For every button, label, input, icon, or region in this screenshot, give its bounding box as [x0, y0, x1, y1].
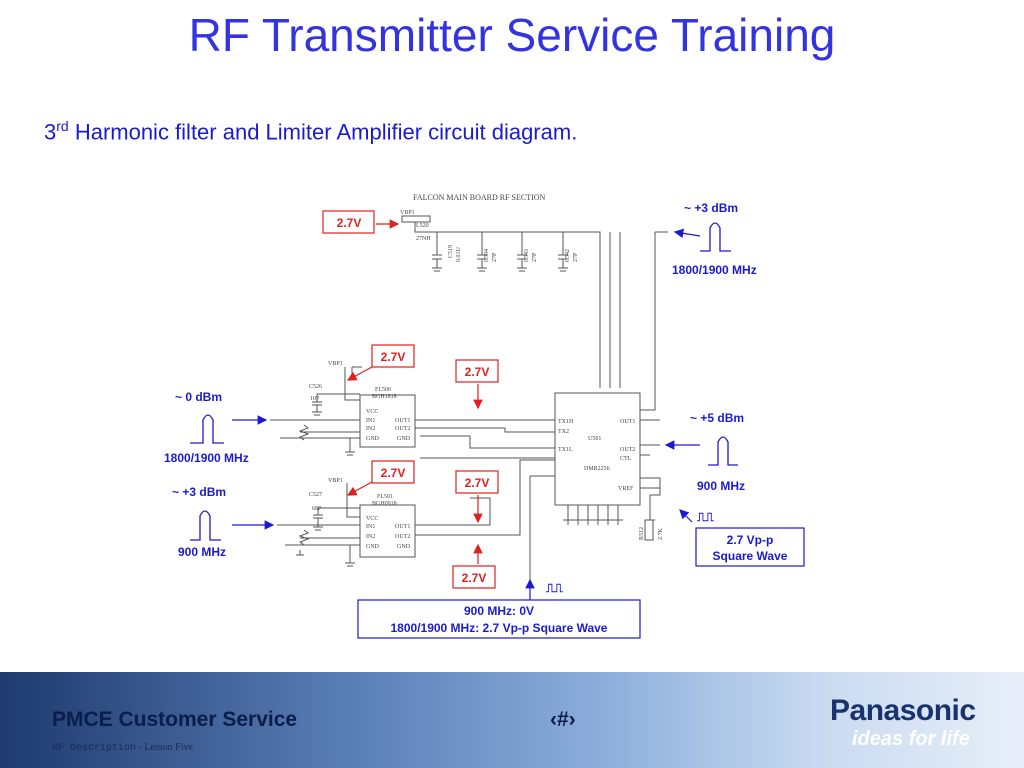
right-mid-freq: 900 MHz — [697, 479, 745, 493]
logo-tagline: ideas for life — [852, 728, 970, 750]
u501-pin-tx1h: TX1H — [558, 419, 574, 425]
ref-u501: U501 — [588, 436, 601, 442]
subtitle-prefix: 3 — [44, 119, 57, 145]
footer-bar: PMCE Customer Service ‹#› RF Description… — [0, 672, 1024, 768]
ref-vbp1-fl500: VBP1 — [328, 361, 343, 367]
ref-fl501-part: BGH0918 — [372, 501, 397, 507]
ic-u501 — [554, 392, 641, 506]
circuit-diagram: FALCON MAIN BOARD RF SECTION VBP1 L520 2… — [164, 193, 805, 639]
ref-c526-val: 10P — [310, 396, 320, 402]
ref-fl500: FL500 — [375, 387, 391, 393]
pulse-icon — [708, 436, 738, 466]
left-bottom-power: ~ +3 dBm — [172, 485, 226, 499]
ref-l520: L520 — [416, 223, 429, 229]
filter-fl501 — [359, 504, 416, 558]
voltage-callouts: 2.7V 2.7V 2.7V 2.7V 2.7V 2.7V — [322, 210, 499, 589]
right-mid-power: ~ +5 dBm — [690, 411, 744, 425]
footer-lesson-name: - Lesson Five — [136, 742, 193, 753]
subtitle-sup: rd — [56, 118, 69, 134]
ref-c527: C527 — [309, 492, 322, 498]
ref-vbp1: VBP1 — [400, 210, 415, 216]
pulse-train-icon: ⎍⎍ — [696, 510, 714, 524]
pulse-icon — [190, 510, 221, 541]
schematic-wiring — [270, 218, 668, 598]
ref-c542-val: 27P — [573, 252, 579, 262]
pulse-icon — [700, 222, 731, 252]
ref-vbp1-fl501: VBP1 — [328, 478, 343, 484]
fl500-pin-gnd-r: GND — [397, 436, 411, 442]
ref-fl501: FL501 — [377, 494, 393, 500]
ref-l520-val: 27NH — [416, 236, 431, 242]
bottom-box-line2: 1800/1900 MHz: 2.7 Vp-p Square Wave — [391, 621, 608, 635]
ref-c543: C543 — [524, 249, 530, 262]
slide-title: RF Transmitter Service Training — [188, 9, 836, 61]
u501-pin-tx1l: TX1L — [558, 447, 573, 453]
bottom-box-line1: 900 MHz: 0V — [464, 604, 534, 618]
pulse-icon — [190, 414, 224, 444]
fl500-pin-vcc: VCC — [366, 409, 378, 415]
ref-r512: R512 — [639, 527, 645, 540]
fl501-pin-in2: IN2 — [366, 534, 375, 540]
fl500-pin-in2: IN2 — [366, 426, 375, 432]
voltage-label-l520: 2.7V — [337, 216, 362, 230]
footer-lesson: RF Description - Lesson Five — [52, 742, 193, 754]
ref-c527-val: 68P — [312, 506, 322, 512]
panasonic-logo: Panasonic — [830, 694, 976, 727]
ref-fl500-part: BGH1818 — [372, 394, 397, 400]
footer-lesson-topic: RF Description — [52, 743, 137, 754]
voltage-label-u501-top: 2.7V — [465, 365, 490, 379]
subtitle-rest: Harmonic filter and Limiter Amplifier ci… — [68, 119, 578, 145]
voltage-label-u501-mid: 2.7V — [465, 476, 490, 490]
ref-u501-part: DMR2256 — [584, 466, 610, 472]
fl500-pin-out2: OUT2 — [395, 426, 410, 432]
ref-c526: C526 — [309, 384, 322, 390]
u501-pin-out2: OUT2 — [620, 447, 635, 453]
voltage-label-fl500: 2.7V — [381, 350, 406, 364]
ref-c542: C542 — [565, 249, 571, 262]
pulse-train-icon: ⎍⎍ — [545, 581, 563, 595]
inductor-l520 — [401, 215, 431, 223]
ref-r512-val: 2.7K — [658, 528, 664, 541]
signal-callouts: ~ 0 dBm 1800/1900 MHz ~ +3 dBm 900 MHz ~… — [164, 201, 805, 639]
square-wave-line2: Square Wave — [713, 549, 788, 563]
fl501-pin-in1: IN1 — [366, 524, 375, 530]
u501-pin-tx2: TX2 — [558, 429, 569, 435]
schematic-labels: FALCON MAIN BOARD RF SECTION VBP1 L520 2… — [309, 193, 664, 550]
u501-pin-ctl: CTL — [620, 456, 632, 462]
slide-subtitle: 3rd Harmonic filter and Limiter Amplifie… — [44, 118, 577, 145]
ref-c543-val: 27P — [532, 252, 538, 262]
u501-pin-vref: VREF — [618, 486, 634, 492]
fl501-pin-vcc: VCC — [366, 516, 378, 522]
fl501-pin-gnd: GND — [366, 544, 380, 550]
u501-pin-out1: OUT1 — [620, 419, 635, 425]
left-bottom-freq: 900 MHz — [178, 545, 226, 559]
slide-number: ‹#› — [550, 708, 576, 731]
ref-c504: C504 — [484, 249, 490, 262]
right-top-freq: 1800/1900 MHz — [672, 263, 757, 277]
fl500-pin-out1: OUT1 — [395, 418, 410, 424]
ref-c504-val: 27P — [492, 252, 498, 262]
left-top-power: ~ 0 dBm — [175, 390, 222, 404]
footer-title: PMCE Customer Service — [52, 708, 298, 731]
fl501-pin-out1: OUT1 — [395, 524, 410, 530]
fl500-pin-in1: IN1 — [366, 418, 375, 424]
square-wave-line1: 2.7 Vp-p — [727, 533, 774, 547]
right-top-power: ~ +3 dBm — [684, 201, 738, 215]
section-heading: FALCON MAIN BOARD RF SECTION — [413, 193, 546, 202]
filter-fl500 — [359, 394, 416, 448]
fl501-pin-out2: OUT2 — [395, 534, 410, 540]
left-top-freq: 1800/1900 MHz — [164, 451, 249, 465]
ref-c519: C519 — [448, 245, 454, 258]
fl501-pin-gnd-r: GND — [397, 544, 411, 550]
voltage-label-u501-bottom: 2.7V — [462, 571, 487, 585]
schematic-components — [298, 215, 654, 558]
resistor-r512 — [644, 519, 654, 541]
ref-c519-val: 0.01U — [456, 247, 462, 263]
fl500-pin-gnd: GND — [366, 436, 380, 442]
voltage-label-fl501: 2.7V — [381, 466, 406, 480]
